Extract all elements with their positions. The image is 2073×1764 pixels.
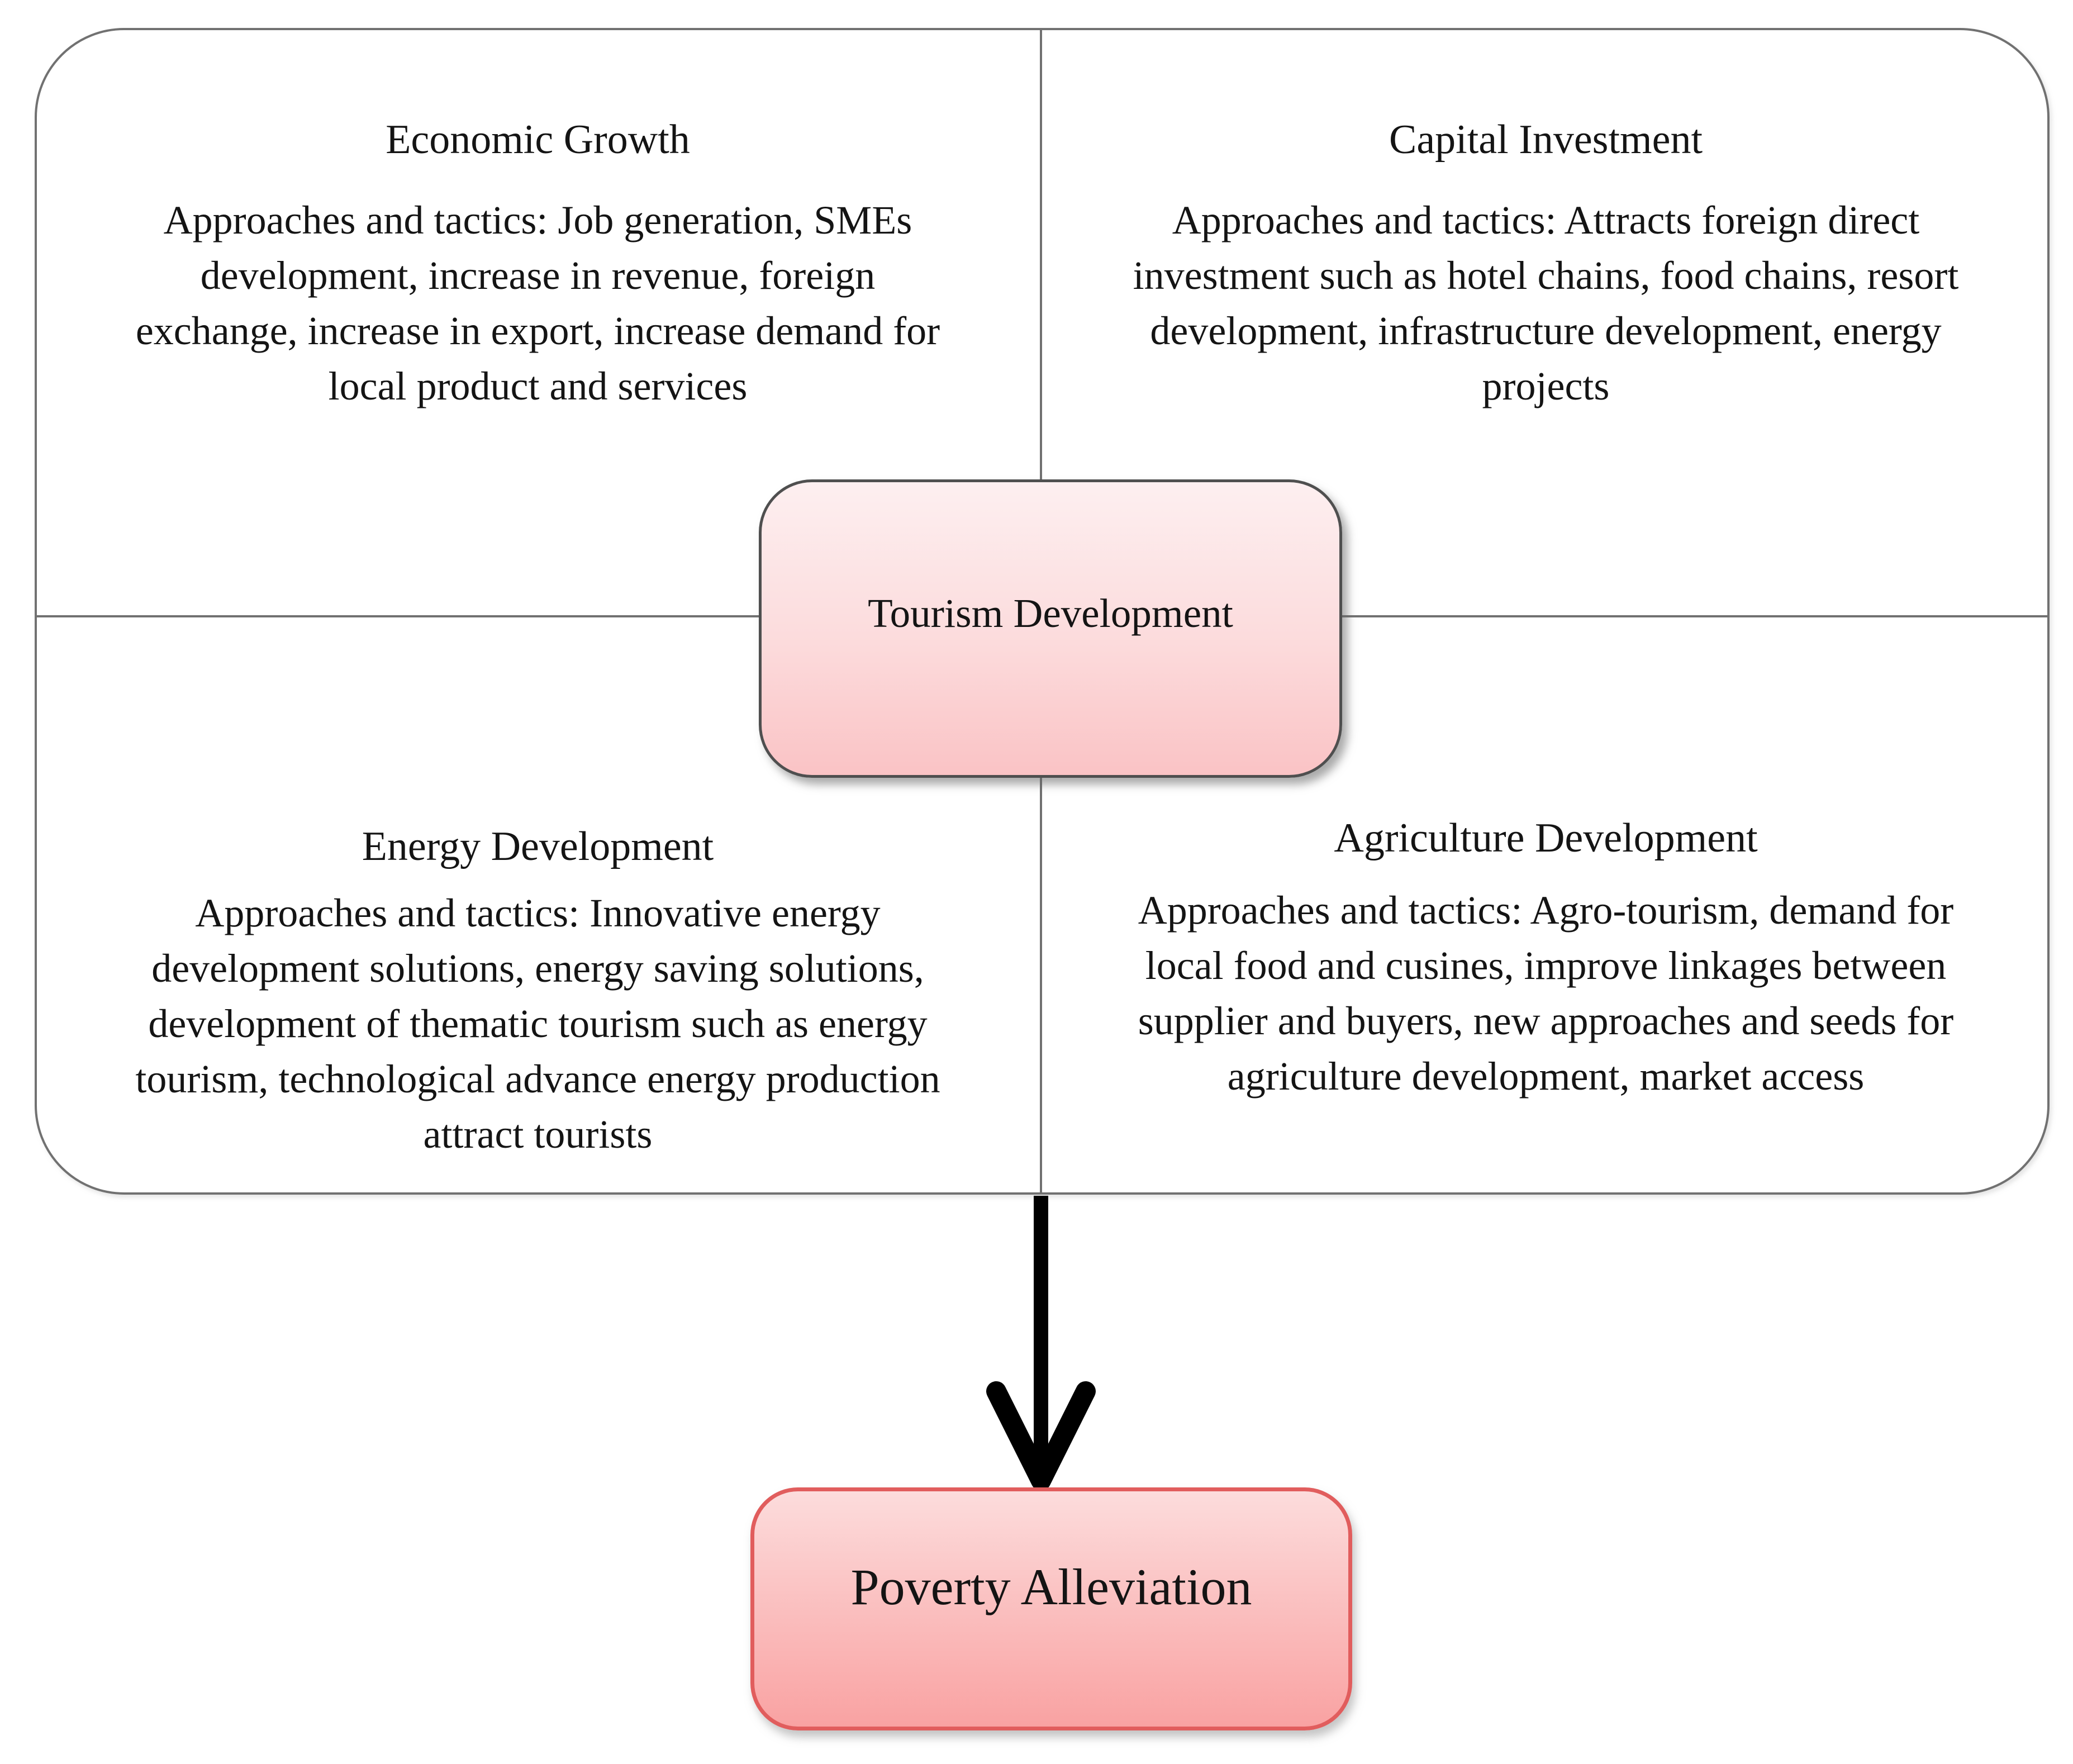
body-line: Approaches and tactics: Job generation, …: [163, 198, 912, 243]
body-line: projects: [1482, 364, 1610, 408]
body-line: local product and services: [328, 364, 748, 408]
quadrant-title: Energy Development: [362, 824, 714, 869]
body-line: agriculture development, market access: [1227, 1054, 1865, 1099]
body-line: development, increase in revenue, foreig…: [200, 253, 876, 298]
body-line: Approaches and tactics: Attracts foreign…: [1172, 198, 1920, 243]
tourism-development-box: Tourism Development: [759, 479, 1342, 778]
quadrant-title: Capital Investment: [1389, 117, 1703, 163]
body-line: development solutions, energy saving sol…: [151, 946, 924, 991]
body-line: Approaches and tactics: Agro-tourism, de…: [1138, 888, 1954, 933]
down-arrow-icon: [986, 1196, 1096, 1490]
body-line: exchange, increase in export, increase d…: [135, 308, 940, 353]
quadrant-agriculture-development: Agriculture Development Approaches and t…: [1042, 617, 2050, 1195]
body-line: development, infrastructure development,…: [1150, 308, 1942, 353]
body-line: attract tourists: [423, 1112, 653, 1157]
quadrant-body: Approaches and tactics: Agro-tourism, de…: [1042, 883, 2050, 1104]
quadrant-economic-growth: Economic Growth Approaches and tactics: …: [35, 28, 1041, 616]
body-line: tourism, technological advance energy pr…: [135, 1057, 940, 1101]
quadrant-body: Approaches and tactics: Innovative energ…: [35, 886, 1041, 1162]
body-line: local food and cusines, improve linkages…: [1145, 943, 1947, 988]
quadrant-body: Approaches and tactics: Attracts foreign…: [1042, 193, 2050, 414]
body-line: supplier and buyers, new approaches and …: [1138, 999, 1954, 1043]
quadrant-body: Approaches and tactics: Job generation, …: [35, 193, 1041, 414]
quadrant-energy-development: Energy Development Approaches and tactic…: [35, 617, 1041, 1195]
body-line: investment such as hotel chains, food ch…: [1133, 253, 1959, 298]
body-line: Approaches and tactics: Innovative energ…: [195, 891, 881, 935]
poverty-alleviation-box: Poverty Alleviation: [750, 1487, 1352, 1730]
quadrant-title: Economic Growth: [386, 117, 690, 163]
quadrant-title: Agriculture Development: [1334, 815, 1758, 861]
tourism-development-label: Tourism Development: [868, 590, 1233, 636]
body-line: development of thematic tourism such as …: [148, 1001, 928, 1046]
poverty-alleviation-label: Poverty Alleviation: [850, 1558, 1252, 1615]
quadrant-capital-investment: Capital Investment Approaches and tactic…: [1042, 28, 2050, 616]
